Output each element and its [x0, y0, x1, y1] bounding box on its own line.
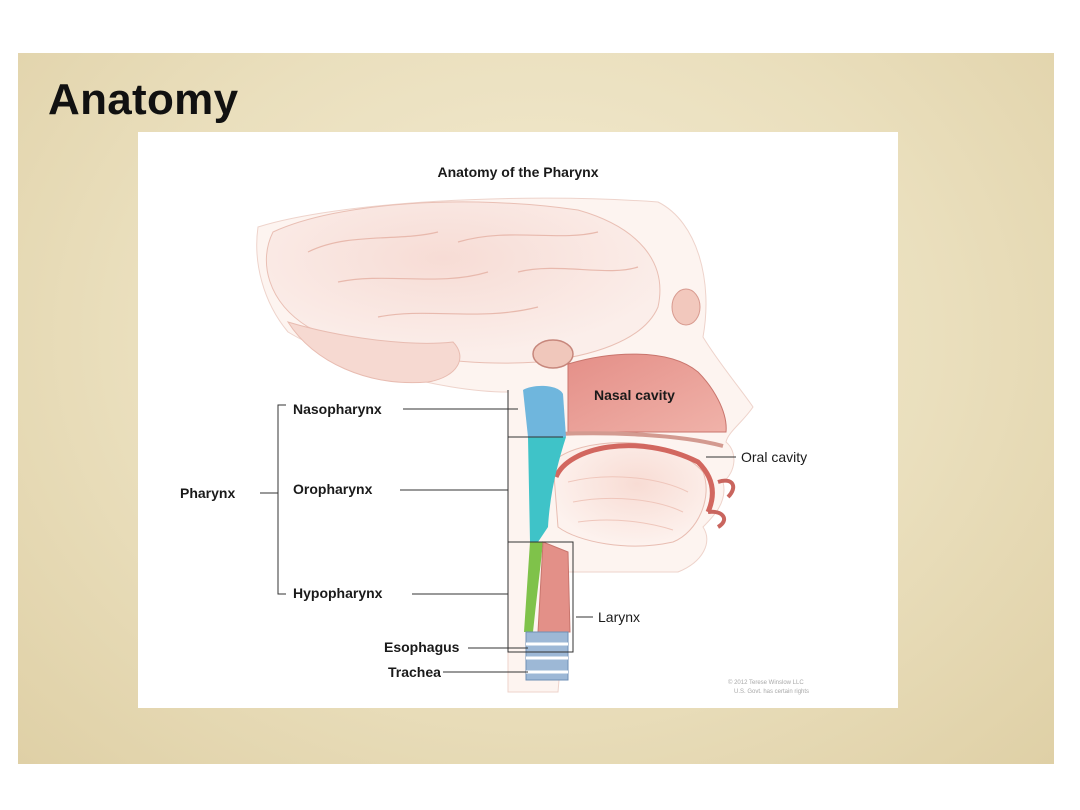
hypopharynx-region	[524, 542, 543, 632]
brain-folds	[307, 231, 639, 318]
pharynx-bracket	[277, 404, 286, 595]
tongue-fibers	[567, 476, 689, 531]
slide: Anatomy	[18, 53, 1054, 764]
pharynx-diagram: Pharynx Nasopharynx Oropharynx Hypophary…	[180, 197, 809, 695]
label-trachea: Trachea	[388, 664, 441, 680]
label-nasal-cavity: Nasal cavity	[594, 387, 675, 403]
nasopharynx-region	[523, 385, 566, 437]
larynx-box	[507, 541, 574, 653]
label-oropharynx: Oropharynx	[293, 481, 373, 497]
copyright-line2: U.S. Govt. has certain rights	[734, 689, 809, 695]
lips	[707, 478, 736, 529]
label-hypopharynx: Hypopharynx	[293, 585, 383, 601]
frontal-sinus	[671, 288, 701, 326]
label-esophagus: Esophagus	[384, 639, 460, 655]
label-oral-cavity: Oral cavity	[741, 449, 807, 465]
leader-lines	[260, 404, 736, 673]
hard-palate	[557, 431, 724, 448]
larynx-tissue	[537, 541, 571, 633]
slide-title: Anatomy	[48, 75, 239, 124]
region-boxes	[507, 390, 574, 653]
brain	[266, 201, 661, 364]
copyright-line1: © 2012 Terese Winslow LLC	[728, 679, 804, 686]
label-pharynx: Pharynx	[180, 485, 235, 501]
label-nasopharynx: Nasopharynx	[293, 401, 382, 417]
nasal-cavity	[567, 353, 727, 433]
head-illustration	[256, 197, 754, 693]
figure-title: Anatomy of the Pharynx	[437, 164, 599, 180]
cerebellum	[286, 321, 461, 384]
oropharynx-region	[528, 437, 566, 542]
label-larynx: Larynx	[598, 609, 640, 625]
oral-cavity-arc	[553, 443, 715, 514]
pharynx-regions	[523, 385, 571, 681]
ear-structure	[532, 339, 574, 369]
anatomy-figure: Pharynx Nasopharynx Oropharynx Hypophary…	[138, 132, 898, 708]
